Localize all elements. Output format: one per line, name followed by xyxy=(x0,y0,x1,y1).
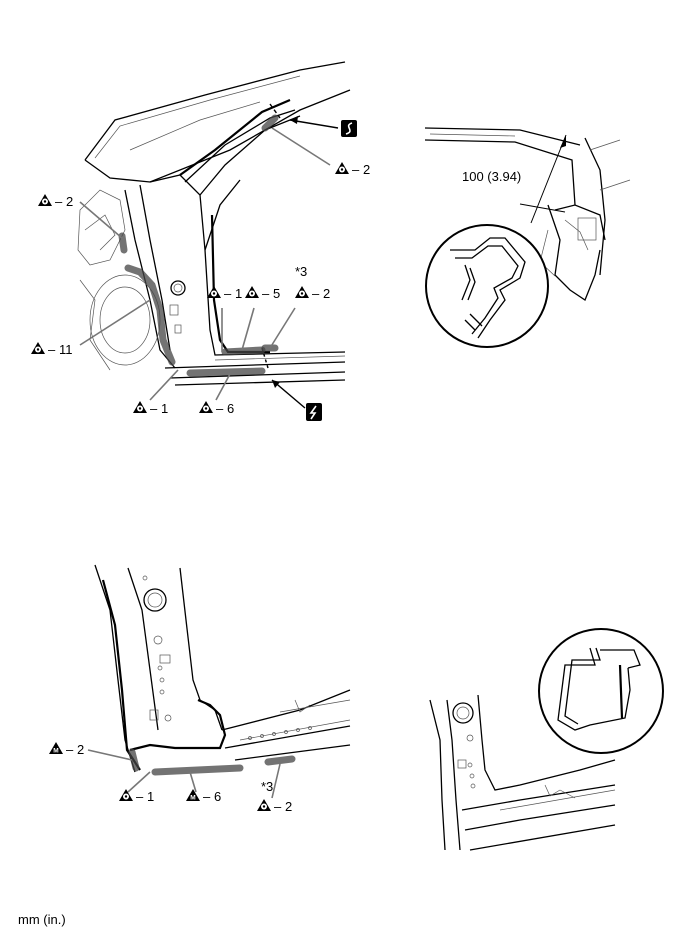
svg-text:5: 5 xyxy=(273,286,280,301)
svg-text:2: 2 xyxy=(77,742,84,757)
svg-text:6: 6 xyxy=(227,401,234,416)
callout-weld-11: – 11 xyxy=(31,342,73,357)
callout-weld-2-c: *3 – 2 xyxy=(295,264,330,301)
svg-text:–: – xyxy=(312,286,320,301)
dimension-label: 100 (3.94) xyxy=(462,169,521,184)
note-3-a: *3 xyxy=(295,264,307,279)
callout-weld-1-b: – 1 xyxy=(207,286,242,301)
spot-weld-icon xyxy=(199,401,213,413)
svg-text:–: – xyxy=(274,799,282,814)
spot-weld-icon xyxy=(38,194,52,206)
svg-text:2: 2 xyxy=(323,286,330,301)
air-saw-cut-icon xyxy=(306,403,322,421)
callout-weld-6: – 6 xyxy=(199,401,234,416)
mig-weld-icon xyxy=(49,742,63,755)
svg-text:6: 6 xyxy=(214,789,221,804)
svg-text:–: – xyxy=(66,742,74,757)
callout-weld-2-b: – 2 xyxy=(335,162,370,177)
spot-weld-icon xyxy=(335,162,349,174)
note-3-b: *3 xyxy=(261,779,273,794)
svg-text:–: – xyxy=(136,789,144,804)
svg-text:–: – xyxy=(150,401,158,416)
svg-text:1: 1 xyxy=(161,401,168,416)
svg-text:–: – xyxy=(55,194,63,209)
svg-text:–: – xyxy=(216,401,224,416)
svg-text:–: – xyxy=(224,286,232,301)
callout-weld-1-c: – 1 xyxy=(119,789,154,804)
svg-text:–: – xyxy=(262,286,270,301)
spot-weld-icon xyxy=(133,401,147,413)
callout-weld-5: – 5 xyxy=(245,286,280,301)
spot-weld-icon xyxy=(245,286,259,298)
svg-text:–: – xyxy=(203,789,211,804)
svg-text:2: 2 xyxy=(66,194,73,209)
callout-mig-6: – 6 xyxy=(186,789,221,804)
body-side-view-installed xyxy=(429,694,616,851)
svg-text:1: 1 xyxy=(235,286,242,301)
callout-weld-2-d: *3 – 2 xyxy=(257,779,292,814)
spot-weld-icon xyxy=(31,342,45,354)
svg-text:2: 2 xyxy=(285,799,292,814)
section-detail-circle xyxy=(425,224,549,348)
saw-cut-icon xyxy=(341,120,357,137)
leaders-top-left xyxy=(79,116,339,409)
callout-weld-1-a: – 1 xyxy=(133,401,168,416)
body-side-view-top xyxy=(77,61,351,386)
svg-text:11: 11 xyxy=(59,342,73,357)
svg-text:–: – xyxy=(352,162,360,177)
svg-text:1: 1 xyxy=(147,789,154,804)
spot-weld-icon xyxy=(295,286,309,298)
svg-text:–: – xyxy=(48,342,56,357)
section-detail-circle-installed xyxy=(538,628,664,754)
mig-weld-icon xyxy=(186,789,200,802)
body-side-view-bottom xyxy=(94,564,351,776)
dimension-detail: 100 (3.94) xyxy=(424,127,631,301)
leaders-bottom-left xyxy=(87,749,281,799)
unit-note: mm (in.) xyxy=(18,912,66,927)
callout-weld-2-a: – 2 xyxy=(38,194,73,209)
spot-weld-icon xyxy=(207,286,221,298)
spot-weld-icon xyxy=(119,789,133,801)
spot-weld-icon xyxy=(257,799,271,811)
svg-text:2: 2 xyxy=(363,162,370,177)
callout-mig-2: – 2 xyxy=(49,742,84,757)
